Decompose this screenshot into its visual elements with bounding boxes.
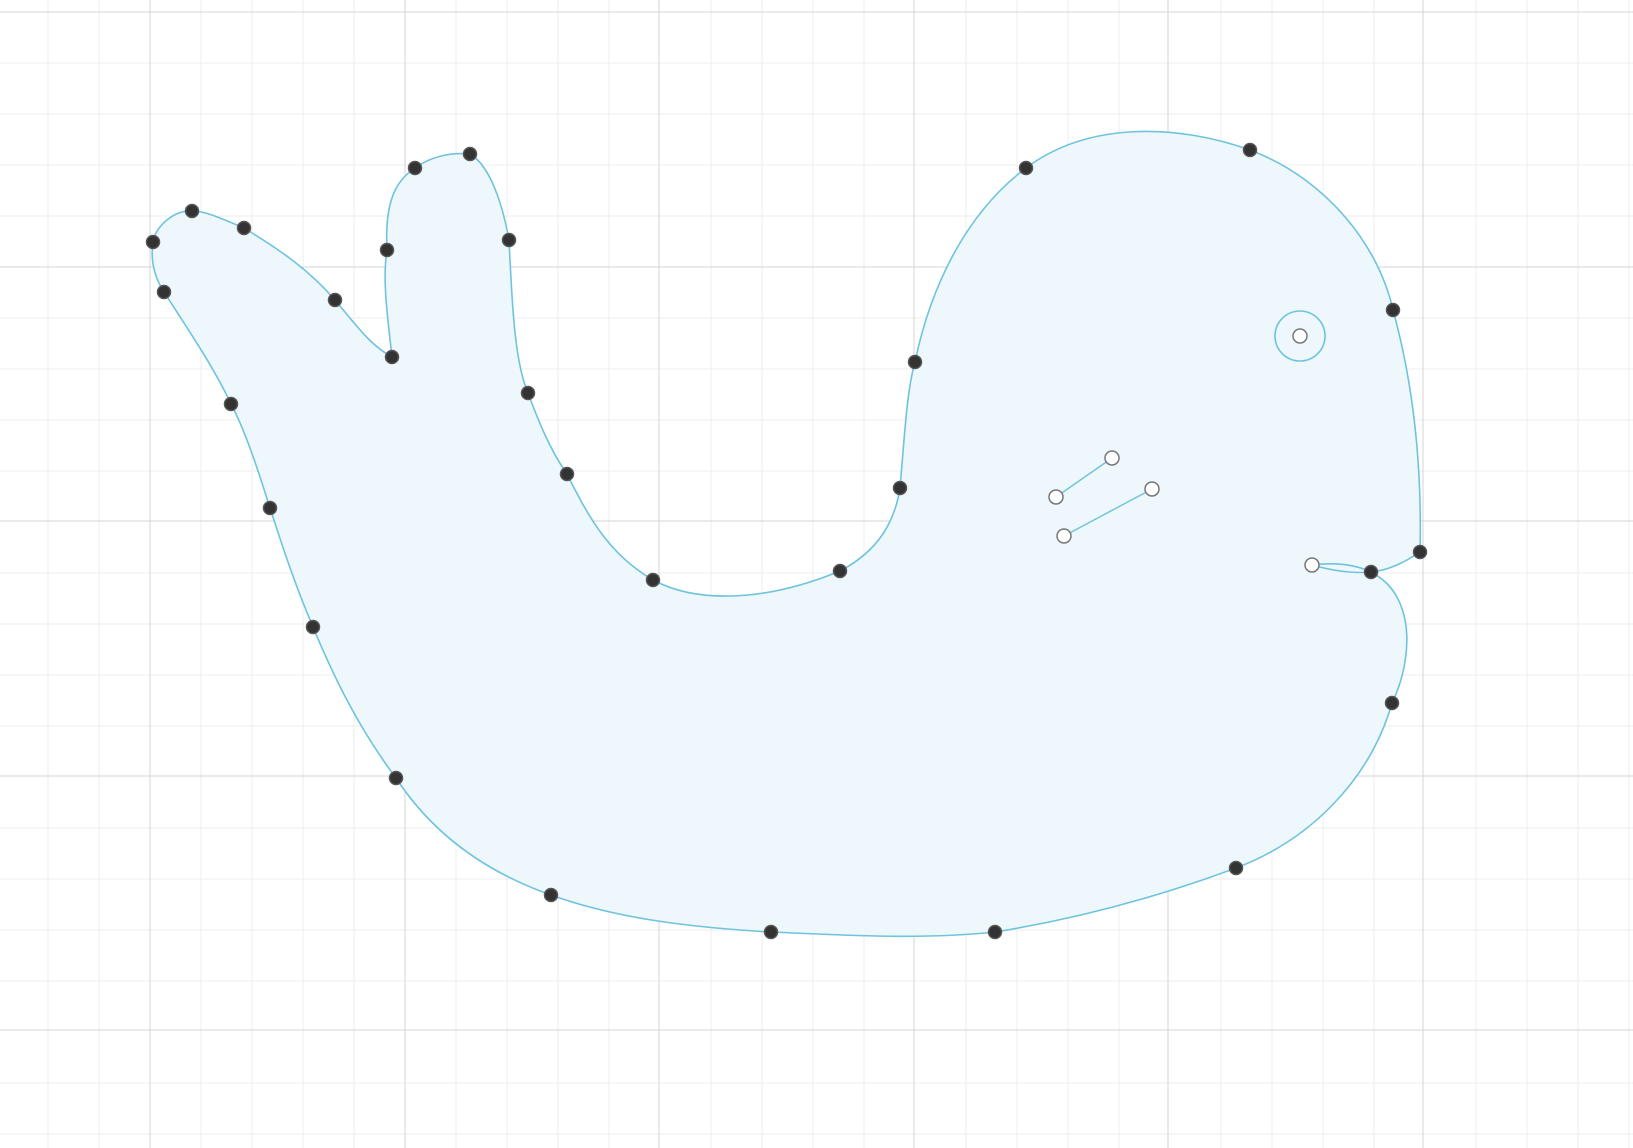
anchor-point-icon[interactable] bbox=[462, 146, 478, 162]
anchor-point-icon[interactable] bbox=[223, 396, 239, 412]
handle-line-2 bbox=[1063, 488, 1153, 537]
handle-line-1 bbox=[1055, 457, 1113, 498]
anchor-point-icon[interactable] bbox=[1242, 142, 1258, 158]
bezier-handle-icon[interactable] bbox=[1104, 450, 1120, 466]
whale-outline-path[interactable] bbox=[151, 130, 1422, 938]
anchor-point-icon[interactable] bbox=[1384, 695, 1400, 711]
anchor-point-icon[interactable] bbox=[520, 385, 536, 401]
anchor-point-icon[interactable] bbox=[763, 924, 779, 940]
anchor-point-icon[interactable] bbox=[145, 234, 161, 250]
anchor-point-icon[interactable] bbox=[388, 770, 404, 786]
anchor-point-icon[interactable] bbox=[1228, 860, 1244, 876]
anchor-point-icon[interactable] bbox=[543, 887, 559, 903]
anchor-point-icon[interactable] bbox=[907, 354, 923, 370]
anchor-point-icon[interactable] bbox=[305, 619, 321, 635]
anchor-point-icon[interactable] bbox=[501, 232, 517, 248]
anchor-point-icon[interactable] bbox=[1018, 160, 1034, 176]
anchor-point-icon[interactable] bbox=[407, 160, 423, 176]
eye-ring-icon[interactable] bbox=[1274, 310, 1326, 362]
anchor-point-icon[interactable] bbox=[832, 563, 848, 579]
bezier-handle-icon[interactable] bbox=[1144, 481, 1160, 497]
bezier-handle-icon[interactable] bbox=[1048, 489, 1064, 505]
anchor-point-icon[interactable] bbox=[645, 572, 661, 588]
anchor-point-icon[interactable] bbox=[987, 924, 1003, 940]
anchor-point-icon[interactable] bbox=[236, 220, 252, 236]
bezier-handle-icon[interactable] bbox=[1304, 557, 1320, 573]
whale-shape[interactable] bbox=[145, 130, 1428, 940]
anchor-point-icon[interactable] bbox=[384, 349, 400, 365]
anchor-point-icon[interactable] bbox=[156, 284, 172, 300]
anchor-point-icon[interactable] bbox=[892, 480, 908, 496]
eye-center-handle[interactable] bbox=[1292, 328, 1308, 344]
anchor-point-icon[interactable] bbox=[1363, 564, 1379, 580]
anchor-point-icon[interactable] bbox=[262, 500, 278, 516]
anchor-point-icon[interactable] bbox=[184, 203, 200, 219]
anchor-point-icon[interactable] bbox=[1412, 544, 1428, 560]
bezier-handle-icon[interactable] bbox=[1056, 528, 1072, 544]
anchor-point-icon[interactable] bbox=[327, 292, 343, 308]
anchor-point-icon[interactable] bbox=[559, 466, 575, 482]
anchor-point-icon[interactable] bbox=[379, 242, 395, 258]
anchor-point-icon[interactable] bbox=[1385, 302, 1401, 318]
anchor-points bbox=[145, 142, 1428, 940]
